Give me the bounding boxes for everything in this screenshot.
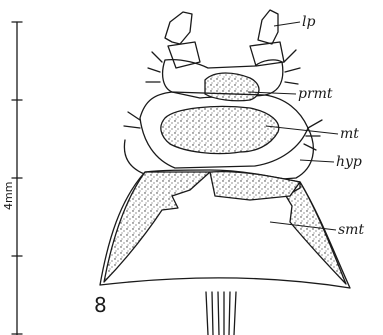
submentum-stipple-left (104, 172, 210, 282)
submentum-stipple-right (286, 182, 346, 284)
submentum-stipple-top (210, 172, 300, 200)
lp-label: lp (302, 14, 315, 30)
stalk (206, 292, 236, 335)
figure-number: 8 (94, 293, 107, 317)
mentum-stipple (161, 106, 279, 153)
scale-bar: 4mm (2, 22, 22, 335)
smt-label: smt (338, 222, 364, 238)
hyp-label: hyp (336, 154, 362, 170)
mt-label: mt (340, 126, 359, 142)
hyp-leader (300, 160, 334, 162)
prmt-label: prmt (298, 86, 333, 102)
labial-palps (165, 10, 284, 68)
scale-bar-label: 4mm (2, 182, 15, 210)
prementum-stipple (205, 73, 259, 101)
